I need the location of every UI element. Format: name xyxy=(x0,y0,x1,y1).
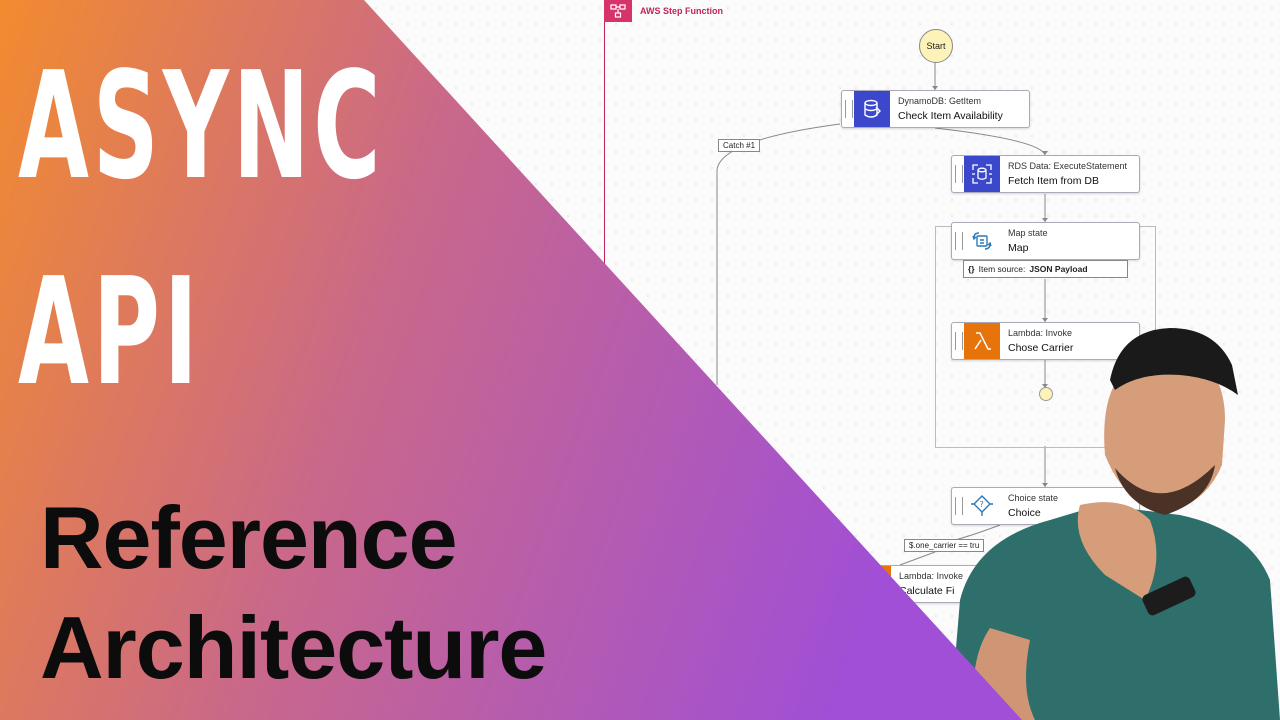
choice-rule-label: $.one_carrier == tru xyxy=(904,539,985,552)
start-node[interactable]: Start xyxy=(919,29,953,63)
item-source-value: JSON Payload xyxy=(1029,264,1088,274)
state-check-item-availability[interactable]: DynamoDB: GetItem Check Item Availabilit… xyxy=(841,90,1030,128)
item-source-label: {} Item source: JSON Payload xyxy=(963,260,1128,278)
state-name: Chose Carrier xyxy=(1008,342,1074,354)
state-chose-carrier[interactable]: Lambda: Invoke Chose Carrier xyxy=(951,322,1140,360)
drag-handle[interactable] xyxy=(955,232,963,250)
state-type: RDS Data: ExecuteStatement xyxy=(1008,161,1128,171)
state-map[interactable]: Map state Map xyxy=(951,222,1140,260)
state-name: Map xyxy=(1008,242,1029,254)
state-fetch-item-from-db[interactable]: RDS Data: ExecuteStatement Fetch Item fr… xyxy=(951,155,1140,193)
state-name: Calculate Fi xyxy=(899,585,955,597)
state-type: Lambda: Invoke xyxy=(1008,328,1073,338)
state-type: Choice state xyxy=(1008,493,1059,503)
step-function-header: AWS Step Function xyxy=(604,0,723,22)
title-line-async: ASYNC xyxy=(18,40,385,212)
map-end-node xyxy=(1039,387,1053,401)
title-line-api: API xyxy=(18,246,202,418)
rds-icon xyxy=(964,156,1000,192)
state-type: DynamoDB: GetItem xyxy=(898,96,982,106)
lambda-icon xyxy=(964,323,1000,359)
state-name: Fetch Item from DB xyxy=(1008,175,1100,187)
state-name: Choice xyxy=(1008,507,1041,519)
state-type: Map state xyxy=(1008,228,1048,238)
drag-handle[interactable] xyxy=(845,100,853,118)
item-source-key: Item source: xyxy=(978,264,1026,274)
catch-label: Catch #1 xyxy=(718,139,761,152)
drag-handle[interactable] xyxy=(955,332,963,350)
drag-handle[interactable] xyxy=(955,165,963,183)
subtitle-line-reference: Reference xyxy=(40,488,458,587)
json-braces-icon: {} xyxy=(968,264,975,274)
step-functions-icon xyxy=(604,0,632,22)
dynamodb-icon xyxy=(854,91,890,127)
map-state-icon xyxy=(964,223,1000,259)
choice-state-icon: ? xyxy=(964,488,1000,524)
state-name: Check Item Availability xyxy=(898,110,1003,122)
step-function-title: AWS Step Function xyxy=(640,6,723,16)
subtitle-line-architecture: Architecture xyxy=(40,598,547,697)
drag-handle[interactable] xyxy=(955,497,963,515)
svg-text:?: ? xyxy=(980,500,984,509)
state-type: Lambda: Invoke xyxy=(899,571,964,581)
